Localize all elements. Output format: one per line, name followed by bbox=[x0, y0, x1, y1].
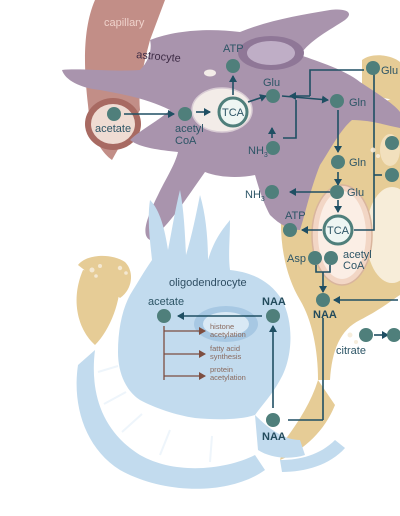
node-citrate bbox=[359, 328, 373, 342]
label-nh3-astrocyte: NH3 bbox=[248, 145, 268, 159]
label-glu-right: Glu bbox=[381, 65, 398, 77]
acetate-outcome-labels: histone acetylation fatty acid synthesis… bbox=[210, 322, 246, 382]
label-naa-neuron: NAA bbox=[313, 309, 337, 321]
label-protein: protein bbox=[210, 365, 233, 374]
node-right-lower bbox=[385, 168, 399, 182]
tca-cycle-neuron: TCA bbox=[322, 214, 354, 246]
node-acetate-capillary bbox=[107, 107, 121, 121]
arrow-tca-up bbox=[354, 74, 375, 231]
astrocyte-label: astrocyte bbox=[136, 49, 182, 65]
node-acetyl-coa-astrocyte bbox=[178, 107, 192, 121]
node-acetate-oligo bbox=[157, 309, 171, 323]
oligodendrocyte-cell: oligodendrocyte bbox=[76, 190, 345, 489]
label-acetyl-neuron: acetyl bbox=[343, 249, 372, 261]
label-acetyl-top: acetyl bbox=[175, 123, 204, 135]
node-atp-astrocyte bbox=[226, 59, 240, 73]
label-acetate-oligo: acetate bbox=[148, 296, 184, 308]
label-asp: Asp bbox=[287, 253, 306, 265]
acetate-outcome-arrows bbox=[163, 326, 206, 380]
node-atp-neuron bbox=[283, 223, 297, 237]
node-nh3-neuron bbox=[265, 185, 279, 199]
label-gln-astrocyte: Gln bbox=[349, 97, 366, 109]
arrow-nh3-to-gln bbox=[283, 100, 297, 139]
label-atp-astrocyte: ATP bbox=[223, 43, 244, 55]
label-protein-acetylation: acetylation bbox=[210, 373, 246, 382]
tca-label-astrocyte: TCA bbox=[222, 107, 245, 119]
node-acetyl-coa-neuron bbox=[324, 251, 338, 265]
node-glu-neuron bbox=[330, 185, 344, 199]
label-atp-neuron: ATP bbox=[285, 210, 306, 222]
tca-label-neuron: TCA bbox=[327, 225, 350, 237]
node-naa-neuron bbox=[316, 293, 330, 307]
capillary-label: capillary bbox=[104, 17, 145, 29]
label-glu-astrocyte: Glu bbox=[263, 77, 280, 89]
arrow-tca-to-glu bbox=[247, 94, 267, 103]
node-right-upper bbox=[385, 136, 399, 150]
oligodendrocyte-label: oligodendrocyte bbox=[169, 277, 247, 289]
node-gln-neuron bbox=[331, 155, 345, 169]
node-glu-right bbox=[366, 61, 380, 75]
label-histone-acetylation: acetylation bbox=[210, 330, 246, 339]
label-coa-neuron: CoA bbox=[343, 260, 365, 272]
arrow-glu-uptake bbox=[309, 69, 364, 96]
label-nh3-neuron: NH3 bbox=[245, 189, 265, 203]
node-glu-astrocyte bbox=[266, 89, 280, 103]
node-naa-bottom bbox=[266, 413, 280, 427]
pathway-arrows bbox=[124, 69, 398, 421]
label-naa-oligo: NAA bbox=[262, 296, 286, 308]
node-right-edge bbox=[387, 328, 400, 342]
label-histone: histone bbox=[210, 322, 234, 331]
molecule-labels: acetate acetyl CoA ATP Glu Gln Glu NH3 G… bbox=[95, 43, 398, 443]
label-naa-bottom: NAA bbox=[262, 431, 286, 443]
label-fatty-acid: fatty acid bbox=[210, 344, 240, 353]
label-fatty-synthesis: synthesis bbox=[210, 352, 242, 361]
node-asp bbox=[308, 251, 322, 265]
label-acetate-capillary: acetate bbox=[95, 123, 131, 135]
node-naa-oligo bbox=[266, 309, 280, 323]
vesicles bbox=[89, 147, 380, 344]
tca-cycle-astrocyte: TCA bbox=[217, 96, 249, 128]
label-citrate: citrate bbox=[336, 345, 366, 357]
label-coa-top: CoA bbox=[175, 135, 197, 147]
node-nh3-astrocyte bbox=[266, 141, 280, 155]
label-gln-neuron: Gln bbox=[349, 157, 366, 169]
label-glu-neuron: Glu bbox=[347, 187, 364, 199]
molecule-nodes bbox=[107, 59, 400, 427]
node-gln-astrocyte bbox=[330, 94, 344, 108]
